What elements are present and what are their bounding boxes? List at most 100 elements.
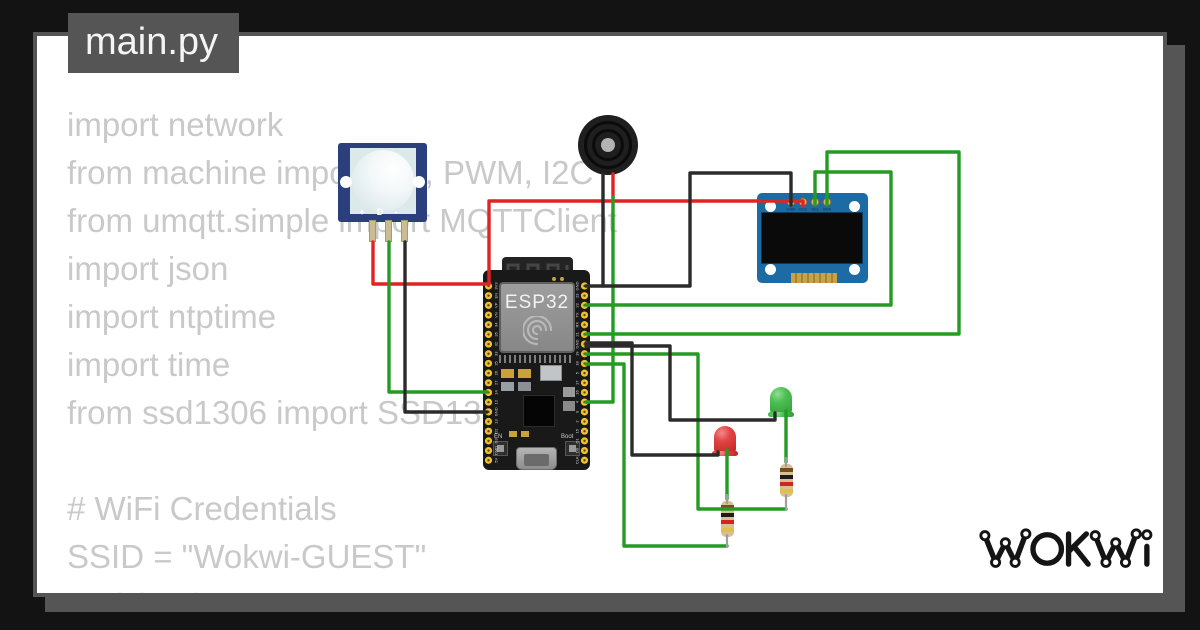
esp32-pin-label: 33 [493,351,498,356]
esp32-pin-label: 22 [574,302,579,307]
esp32-pin-label: VP [493,302,498,308]
pir-motion-sensor: + D - [338,143,427,242]
esp32-pin-hole [487,410,490,414]
pir-pin-label-minus: - [394,207,398,217]
esp32-pin-hole [583,342,586,346]
speaker-center [601,138,615,152]
resistor-band-gold [780,488,793,493]
esp32-pin-label: 35 [493,331,498,336]
esp32-pin-label: 5 [574,371,579,374]
wifi-spiral-icon [523,316,553,346]
esp32-pin-hole [583,381,586,384]
esp32-pin-hole [583,284,586,288]
esp32-shield: ESP32 [499,282,575,353]
code-line: SSID = "Wokwi-GUEST" [67,538,427,575]
esp32-pin-hole [487,430,490,433]
esp32-pin-hole [487,362,490,365]
file-tab: main.py [68,13,239,73]
esp32-pin-hole [487,294,490,297]
en-button-label: EN [494,434,503,440]
esp32-pin-hole [583,400,586,404]
resistor [780,464,793,497]
esp32-pin-label: GND [574,281,579,290]
esp32-pin-hole [583,371,586,375]
shield-castellation [499,355,574,363]
oled-pin-hole [825,200,829,204]
esp32-pin-hole [487,284,490,288]
esp32-pin-label: D2 [493,428,498,434]
esp32-pin-hole [487,333,490,336]
pir-pin [385,220,392,242]
resistor-band-brown [721,505,734,510]
esp32-pin-hole [487,459,490,462]
esp32-pin-label: D1 [574,438,579,444]
code-line: from machine import Pin, PWM, I2C [67,154,594,191]
code-line: import network [67,106,284,143]
code-line: # WiFi Credentials [67,490,337,527]
esp32-pin-label: D0 [574,447,579,453]
esp32-pin-hole [583,304,586,307]
esp32-pin-hole [583,294,586,297]
esp32-pin-hole [487,304,490,307]
esp32-pin-label: 25 [493,360,498,365]
micro-usb-port [516,447,557,470]
esp32-pin-label: CMD [493,446,498,455]
smd-part [518,369,531,378]
smd-part [563,401,575,411]
esp32-pin-label: 4 [574,400,579,403]
resistor-band-gold [721,528,734,532]
resistor-band-brown [780,467,793,472]
voltage-regulator [540,365,562,381]
code-line: PASSWORD = "" [67,581,617,593]
smd-part [501,382,514,391]
esp32-pin-label: 23 [574,293,579,298]
esp32-pin-hole [583,449,586,452]
esp32-pin-label: CLK [574,456,579,464]
pir-pin [401,220,408,242]
esp32-pin-hole [487,342,490,346]
esp32-pin-label: 19 [574,351,579,356]
esp32-pin-label: 34 [493,322,498,327]
esp32-pin-hole [487,313,490,317]
esp32-pin-label: 18 [574,360,579,365]
wokwi-logo [976,521,1154,582]
esp32-pin-label: GND [574,340,579,349]
esp32-pin-hole [583,391,586,394]
pir-pin [369,220,376,242]
smd-part [563,387,575,397]
esp32-pin-hole [583,459,586,462]
boot-button [565,441,580,456]
oled-pin-label: SDA [823,207,832,212]
esp32-pin-hole [487,371,490,375]
resistor-band-red [721,520,734,525]
esp32-pin-hole [487,420,490,423]
smd-part [518,382,531,391]
esp32-pin-label: 14 [493,389,498,394]
oled-pin-hole [801,200,805,204]
pir-mount-hole [413,176,425,188]
esp32-pin-hole [583,439,586,443]
smd-part [509,431,517,437]
esp32-pin-label: 26 [493,370,498,375]
esp32-pin-label: 12 [493,399,498,404]
green-led [768,387,794,417]
code-block: import network from machine import Pin, P… [67,101,617,593]
esp32-pin-hole [583,410,586,414]
pir-pin-label-plus: + [359,207,365,217]
code-line: import time [67,346,231,383]
smd-part [501,369,514,378]
esp32-pin-hole [583,313,586,317]
esp32-pin-label: 21 [574,331,579,336]
resistor-band-black [721,512,734,517]
esp32-pin-label: 0 [574,410,579,413]
red-led [712,426,738,456]
esp32-pin-hole [487,381,490,384]
oled-pin-hole [789,200,793,204]
esp32-pin-label: 2 [574,420,579,423]
esp32-pin-label: RX [574,322,579,328]
esp32-pin-hole [487,400,490,404]
